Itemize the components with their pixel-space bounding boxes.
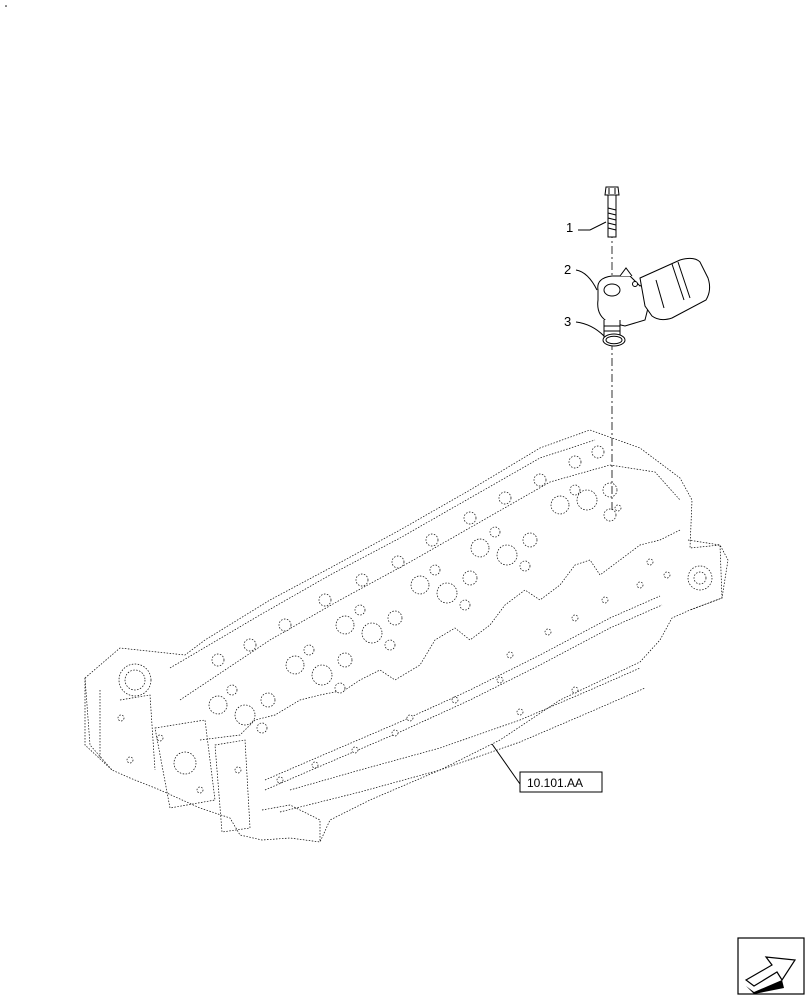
reference-box[interactable] xyxy=(519,771,603,793)
callout-2[interactable]: 2 xyxy=(564,262,598,291)
callout-1-leader xyxy=(578,221,607,231)
screw-part[interactable] xyxy=(604,186,620,238)
corner-mark xyxy=(5,5,7,7)
o-ring-part[interactable] xyxy=(602,333,626,347)
cylinder-1-valves xyxy=(208,684,276,734)
cylinder-5-valves xyxy=(470,526,538,572)
cylinder-head-phantom xyxy=(84,429,729,843)
reference-label: 10.101.AA xyxy=(527,776,583,790)
callout-1[interactable]: 1 xyxy=(566,220,607,235)
callout-2-label: 2 xyxy=(564,262,571,277)
callout-3-label: 3 xyxy=(564,314,571,329)
reference-callout[interactable]: 10.101.AA xyxy=(491,743,603,793)
cylinder-2-valves xyxy=(285,644,353,694)
head-bolt-holes xyxy=(117,558,671,794)
next-page-arrow-icon[interactable] xyxy=(737,937,805,995)
cylinder-4-valves xyxy=(410,564,478,611)
cylinder-6-valves xyxy=(550,482,622,522)
callout-1-label: 1 xyxy=(566,220,573,235)
cylinder-3-valves xyxy=(335,604,403,651)
callout-3[interactable]: 3 xyxy=(564,314,605,337)
valve-seat-row xyxy=(211,445,605,667)
callout-2-leader xyxy=(575,269,598,291)
sensor-part[interactable] xyxy=(597,257,711,343)
reference-leader xyxy=(491,743,521,785)
callout-3-leader xyxy=(575,321,605,337)
